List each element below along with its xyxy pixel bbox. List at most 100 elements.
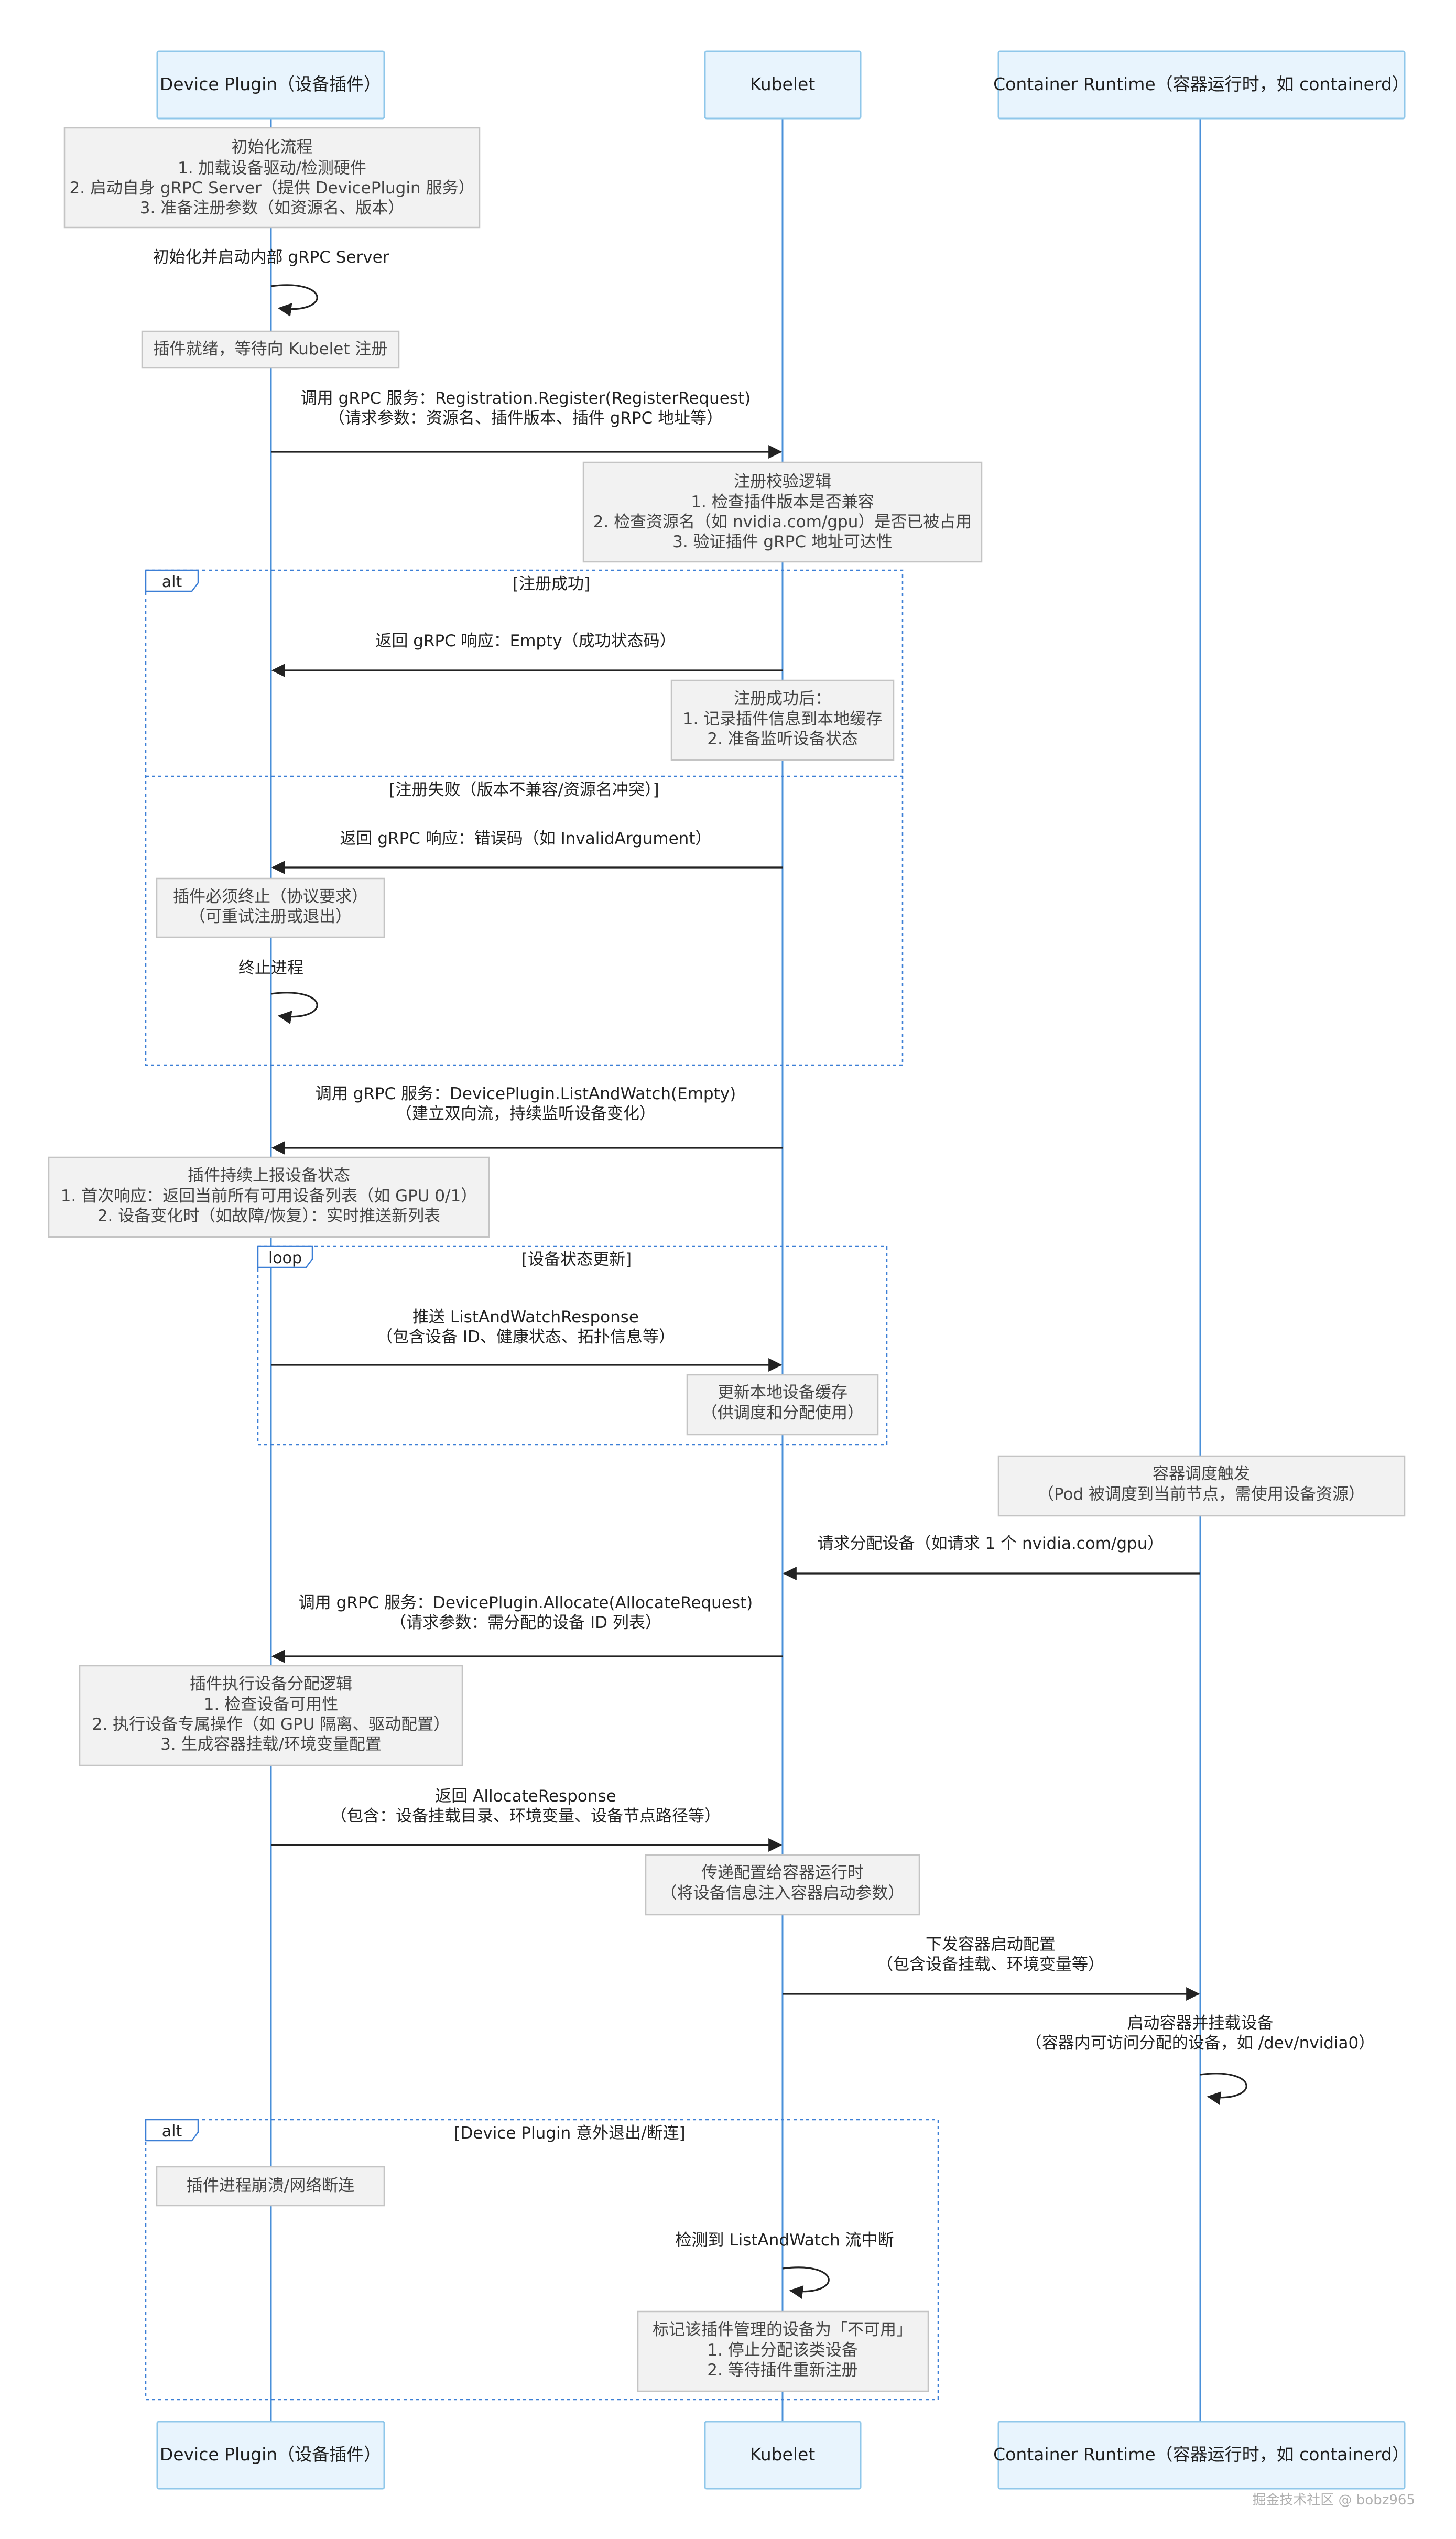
note-crash: 插件进程崩溃/网络断连 — [156, 2166, 385, 2207]
note-line: 2. 检查资源名（如 nvidia.com/gpu）是否已被占用 — [593, 513, 972, 531]
note-line: 标记该插件管理的设备为「不可用」 — [653, 2320, 912, 2339]
note-allocation-logic: 插件执行设备分配逻辑 1. 检查设备可用性 2. 执行设备专属操作（如 GPU … — [79, 1665, 463, 1766]
message-request-device: 请求分配设备（如请求 1 个 nvidia.com/gpu） — [783, 1534, 1200, 1580]
note-line: 2. 执行设备专属操作（如 GPU 隔离、驱动配置） — [92, 1715, 450, 1734]
note-line: （Pod 被调度到当前节点，需使用设备资源） — [1038, 1485, 1365, 1504]
message-label: （请求参数：资源名、插件版本、插件 gRPC 地址等） — [329, 409, 723, 428]
note-line: 1. 停止分配该类设备 — [707, 2341, 857, 2360]
frame-keyword: alt — [162, 573, 182, 591]
note-update-cache: 更新本地设备缓存 （供调度和分配使用） — [686, 1374, 879, 1436]
note-line: 1. 加载设备驱动/检测硬件 — [178, 159, 366, 178]
note-line: 1. 检查设备可用性 — [204, 1695, 338, 1714]
note-line: 传递配置给容器运行时 — [701, 1863, 864, 1882]
message-detect-break: 检测到 ListAndWatch 流中断 — [676, 2231, 894, 2299]
note-validate: 注册校验逻辑 1. 检查插件版本是否兼容 2. 检查资源名（如 nvidia.c… — [582, 461, 983, 563]
message-response-empty: 返回 gRPC 响应：Empty（成功状态码） — [271, 632, 783, 677]
actor-label: Container Runtime（容器运行时，如 containerd） — [993, 2444, 1409, 2465]
loop-frame-device-updates: loop [设备状态更新] — [257, 1245, 888, 1446]
actor-device-plugin-bottom: Device Plugin（设备插件） — [156, 2421, 385, 2490]
note-line: （供调度和分配使用） — [701, 1404, 864, 1423]
note-line: （可重试注册或退出） — [189, 907, 352, 926]
note-line: 2. 准备监听设备状态 — [707, 730, 857, 748]
actor-label: Device Plugin（设备插件） — [160, 74, 381, 94]
message-self-init: 初始化并启动内部 gRPC Server — [153, 248, 389, 317]
actor-container-runtime-top: Container Runtime（容器运行时，如 containerd） — [993, 50, 1409, 120]
actor-label: Kubelet — [750, 74, 816, 94]
note-line: 初始化流程 — [232, 138, 313, 157]
note-line: 注册成功后： — [734, 689, 831, 708]
note-mark-unavailable: 标记该插件管理的设备为「不可用」 1. 停止分配该类设备 2. 等待插件重新注册 — [637, 2310, 929, 2392]
note-line: 1. 首次响应：返回当前所有可用设备列表（如 GPU 0/1） — [61, 1187, 477, 1206]
note-report-status: 插件持续上报设备状态 1. 首次响应：返回当前所有可用设备列表（如 GPU 0/… — [48, 1156, 490, 1238]
alt-frame-registration: alt [注册成功] [注册失败（版本不兼容/资源名冲突）] — [145, 569, 904, 1066]
frame-keyword: loop — [268, 1249, 302, 1267]
note-line: （将设备信息注入容器启动参数） — [661, 1884, 905, 1903]
actor-kubelet-bottom: Kubelet — [704, 2421, 862, 2490]
message-label: 推送 ListAndWatchResponse — [412, 1308, 639, 1327]
message-label: 调用 gRPC 服务：Registration.Register(Registe… — [301, 389, 751, 408]
note-line: 3. 验证插件 gRPC 地址可达性 — [672, 533, 893, 551]
message-label: 返回 AllocateResponse — [435, 1787, 616, 1806]
note-line: 插件就绪，等待向 Kubelet 注册 — [154, 340, 388, 359]
note-must-exit: 插件必须终止（协议要求） （可重试注册或退出） — [156, 877, 385, 938]
frame-condition: [设备状态更新] — [521, 1250, 632, 1269]
message-start-container: 启动容器并挂载设备 （容器内可访问分配的设备，如 /dev/nvidia0） — [1026, 2014, 1375, 2105]
message-listwatch: 调用 gRPC 服务：DevicePlugin.ListAndWatch(Emp… — [271, 1084, 783, 1155]
note-schedule-trigger: 容器调度触发 （Pod 被调度到当前节点，需使用设备资源） — [997, 1455, 1406, 1517]
note-line: 2. 等待插件重新注册 — [707, 2361, 857, 2380]
message-label: （包含设备 ID、健康状态、拓扑信息等） — [376, 1328, 675, 1347]
note-registration-success: 注册成功后： 1. 记录插件信息到本地缓存 2. 准备监听设备状态 — [670, 679, 895, 761]
note-line: 2. 设备变化时（如故障/恢复）：实时推送新列表 — [97, 1207, 440, 1225]
message-label: （建立双向流，持续监听设备变化） — [396, 1104, 656, 1123]
message-label: （请求参数：需分配的设备 ID 列表） — [390, 1613, 661, 1632]
watermark: 掘金技术社区 @ bobz965 — [1252, 2492, 1415, 2508]
message-label: 返回 gRPC 响应：错误码（如 InvalidArgument） — [340, 829, 712, 848]
note-line: 容器调度触发 — [1153, 1464, 1250, 1483]
message-response-error: 返回 gRPC 响应：错误码（如 InvalidArgument） — [271, 829, 783, 874]
frame-else-condition: [注册失败（版本不兼容/资源名冲突）] — [389, 780, 659, 799]
message-label: 返回 gRPC 响应：Empty（成功状态码） — [375, 632, 676, 650]
frame-condition: [注册成功] — [513, 574, 590, 593]
actor-container-runtime-bottom: Container Runtime（容器运行时，如 containerd） — [993, 2421, 1409, 2490]
note-line: 1. 记录插件信息到本地缓存 — [683, 710, 882, 729]
message-label: 初始化并启动内部 gRPC Server — [153, 248, 389, 267]
message-allocate: 调用 gRPC 服务：DevicePlugin.Allocate(Allocat… — [271, 1593, 783, 1663]
actor-device-plugin-top: Device Plugin（设备插件） — [156, 50, 385, 120]
message-label: （容器内可访问分配的设备，如 /dev/nvidia0） — [1026, 2034, 1375, 2053]
actor-label: Container Runtime（容器运行时，如 containerd） — [993, 74, 1409, 94]
message-push-listandwatch: 推送 ListAndWatchResponse （包含设备 ID、健康状态、拓扑… — [271, 1308, 783, 1372]
note-line: 3. 准备注册参数（如资源名、版本） — [140, 199, 404, 218]
note-ready: 插件就绪，等待向 Kubelet 注册 — [141, 330, 400, 369]
message-allocate-response: 返回 AllocateResponse （包含：设备挂载目录、环境变量、设备节点… — [271, 1787, 783, 1852]
alt-frame-plugin-exit: alt [Device Plugin 意外退出/断连] — [145, 2119, 939, 2401]
note-line: 1. 检查插件版本是否兼容 — [691, 493, 874, 512]
note-line: 插件执行设备分配逻辑 — [190, 1675, 352, 1694]
note-line: 插件进程崩溃/网络断连 — [187, 2176, 354, 2195]
message-label: 调用 gRPC 服务：DevicePlugin.ListAndWatch(Emp… — [316, 1084, 736, 1103]
message-label: 启动容器并挂载设备 — [1127, 2014, 1274, 2033]
message-label: 终止进程 — [238, 959, 303, 978]
note-line: 插件必须终止（协议要求） — [173, 887, 368, 906]
message-terminate: 终止进程 — [238, 959, 318, 1024]
note-line: 注册校验逻辑 — [734, 472, 831, 491]
note-line: 3. 生成容器挂载/环境变量配置 — [160, 1735, 382, 1754]
message-label: 下发容器启动配置 — [926, 1935, 1056, 1954]
note-line: 插件持续上报设备状态 — [188, 1166, 350, 1185]
message-label: 调用 gRPC 服务：DevicePlugin.Allocate(Allocat… — [299, 1593, 753, 1612]
note-pass-config: 传递配置给容器运行时 （将设备信息注入容器启动参数） — [645, 1854, 920, 1916]
message-label: 请求分配设备（如请求 1 个 nvidia.com/gpu） — [818, 1534, 1164, 1553]
message-label: 检测到 ListAndWatch 流中断 — [676, 2231, 894, 2250]
message-register: 调用 gRPC 服务：Registration.Register(Registe… — [271, 389, 783, 459]
message-label: （包含设备挂载、环境变量等） — [877, 1955, 1104, 1974]
message-label: （包含：设备挂载目录、环境变量、设备节点路径等） — [331, 1807, 721, 1826]
actor-label: Kubelet — [750, 2444, 816, 2465]
actor-label: Device Plugin（设备插件） — [160, 2444, 381, 2465]
note-line: 2. 启动自身 gRPC Server（提供 DevicePlugin 服务） — [70, 179, 475, 198]
actor-kubelet-top: Kubelet — [704, 50, 862, 120]
frame-condition: [Device Plugin 意外退出/断连] — [454, 2124, 685, 2143]
note-init: 初始化流程 1. 加载设备驱动/检测硬件 2. 启动自身 gRPC Server… — [63, 127, 481, 229]
frame-keyword: alt — [162, 2122, 182, 2141]
note-line: 更新本地设备缓存 — [718, 1383, 847, 1402]
